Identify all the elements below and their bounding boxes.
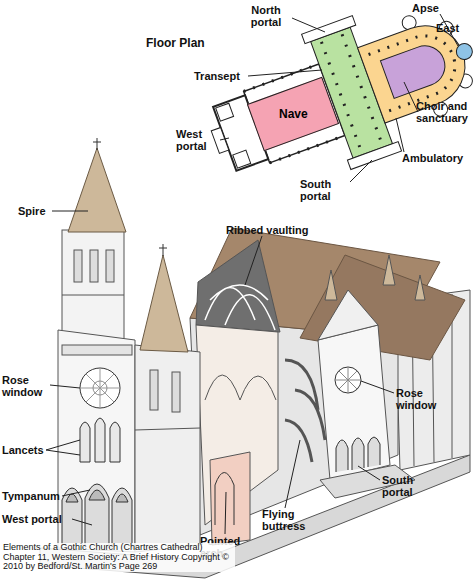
part-label: Apse: [412, 2, 452, 14]
cathedral: [336, 437, 380, 472]
part-label: South portal: [300, 178, 350, 202]
cathedral: [205, 375, 276, 400]
floor-plan: [191, 0, 474, 210]
floor-plan: [216, 103, 234, 121]
part-label: Floor Plan: [146, 36, 226, 50]
figure-caption: Elements of a Gothic Church (Chartres Ca…: [3, 543, 235, 572]
leader-line: [46, 450, 80, 455]
part-label: West portal: [2, 513, 74, 525]
leader-line: [285, 440, 300, 508]
cathedral: [80, 368, 120, 408]
leader-line: [396, 118, 404, 152]
cathedral: [93, 142, 101, 143]
cathedral: [172, 372, 180, 412]
leader-line: [46, 211, 394, 534]
cathedral: [80, 418, 120, 462]
cathedral: [74, 250, 82, 282]
leader-line: [361, 381, 394, 393]
leader-line: [404, 82, 418, 112]
cathedral: [68, 148, 126, 232]
cathedral: [62, 230, 124, 340]
floor-plan: [302, 16, 356, 44]
part-label: Tympanum: [2, 490, 64, 502]
cathedral: [415, 275, 425, 300]
cathedral: [335, 367, 361, 393]
cathedral: [140, 255, 188, 352]
cathedral: [210, 452, 250, 545]
cathedral: [285, 360, 325, 462]
cathedral: [80, 368, 120, 408]
leader-line: [350, 160, 372, 182]
part-label: South portal: [382, 474, 434, 498]
part-label: Rose window: [396, 387, 446, 411]
cathedral: [106, 250, 114, 282]
cathedral: [318, 325, 390, 480]
cathedral: [383, 255, 395, 285]
region-label: Nave: [279, 107, 308, 121]
cathedral: [66, 490, 128, 502]
cathedral: [62, 345, 132, 355]
floor-plan: [211, 128, 229, 154]
part-label: Ambulatory: [402, 152, 472, 164]
cathedral: [135, 345, 200, 552]
part-label: Lancets: [2, 444, 52, 456]
cathedral: [135, 428, 200, 430]
cathedral: [163, 244, 164, 256]
cathedral: [325, 270, 337, 300]
part-label: Choir and sanctuary: [416, 100, 472, 124]
part-label: Rose window: [2, 374, 50, 398]
part-label: Spire: [18, 205, 58, 217]
floor-plan: [380, 40, 450, 98]
leader-line: [62, 490, 90, 496]
cathedral: [215, 473, 234, 526]
leader-line: [358, 466, 380, 480]
leader-line: [72, 519, 92, 525]
leader-line: [50, 385, 80, 388]
cathedral: [62, 295, 124, 296]
cathedral: [205, 285, 275, 330]
cathedral: [335, 367, 361, 393]
floor-plan: [347, 142, 401, 170]
floor-plan: [358, 15, 474, 123]
leader-line: [46, 440, 80, 450]
leader-line: [225, 492, 226, 534]
leader-line: [52, 211, 88, 212]
leader-line: [220, 138, 229, 140]
cathedral: [90, 250, 98, 282]
cathedral: [196, 240, 280, 332]
part-label: North portal: [240, 4, 292, 28]
leader-line: [245, 236, 262, 285]
cathedral: [58, 330, 135, 552]
floor-plan: [233, 150, 251, 168]
cathedral: [97, 138, 98, 150]
part-label: Ribbed vaulting: [226, 224, 326, 236]
cathedral: [40, 138, 470, 578]
part-label: West portal: [176, 128, 220, 152]
leader-line: [292, 18, 325, 32]
leader-line: [248, 70, 322, 76]
cathedral: [159, 248, 167, 249]
part-label: Transept: [194, 70, 254, 82]
cathedral: [62, 484, 132, 549]
cathedral: [150, 370, 158, 410]
part-label: East: [436, 22, 472, 34]
part-label: Flying buttress: [262, 508, 320, 532]
floor-plan: [369, 27, 464, 110]
